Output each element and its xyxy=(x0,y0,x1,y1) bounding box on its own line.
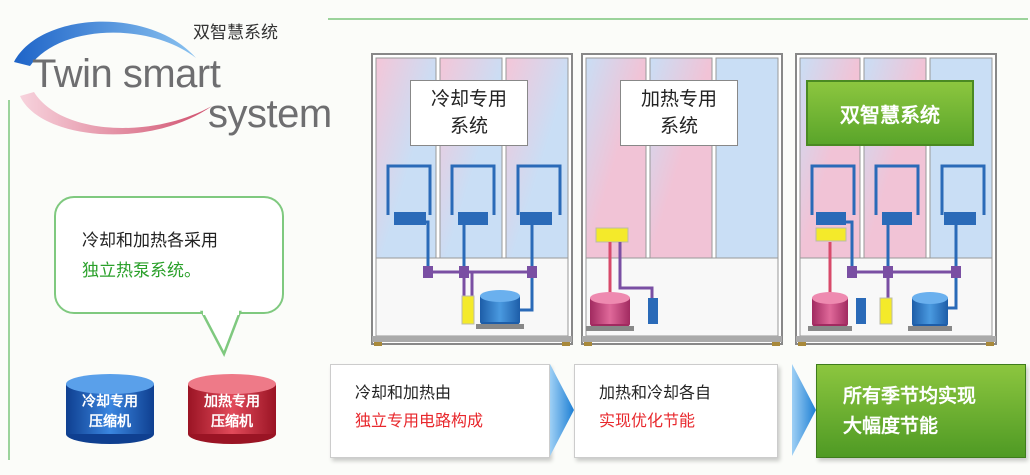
logo-text-line2: system xyxy=(208,92,332,136)
flow-step-2-line2: 实现优化节能 xyxy=(599,411,696,430)
header-divider-line xyxy=(328,18,1028,20)
cooling-panel xyxy=(371,53,573,346)
flow-result-line1: 所有季节均实现 xyxy=(843,385,977,407)
arrow-right-icon xyxy=(550,364,574,456)
bubble-text-line1: 冷却和加热各采用 xyxy=(82,231,218,251)
flow-result-box: 所有季节均实现 大幅度节能 xyxy=(816,364,1026,458)
heating-compressor-icon: 加热专用 压缩机 xyxy=(186,372,278,446)
cooling-system-label-line2: 系统 xyxy=(449,115,488,137)
cooling-system-label: 冷却专用 系统 xyxy=(410,80,528,146)
cooling-compressor-label2: 压缩机 xyxy=(89,414,131,430)
cooling-compressor-label1: 冷却专用 xyxy=(82,394,138,410)
arrow-right-icon xyxy=(792,364,816,456)
flow-step-1-line2: 独立专用电路构成 xyxy=(355,411,484,430)
bubble-tail xyxy=(200,310,242,358)
left-divider-line xyxy=(8,100,10,460)
logo-subtitle: 双智慧系统 xyxy=(193,23,278,43)
bubble-text-line2: 独立热泵系统。 xyxy=(82,261,201,281)
heating-system-label: 加热专用 系统 xyxy=(620,80,738,146)
dual-smart-system-label: 双智慧系统 xyxy=(806,80,974,146)
logo-swoosh-graphic xyxy=(14,21,212,135)
heating-compressor-label2: 压缩机 xyxy=(211,414,253,430)
flow-step-2-line1: 加热和冷却各自 xyxy=(599,383,712,402)
heating-system-label-line2: 系统 xyxy=(659,115,698,137)
heating-compressor-label1: 加热专用 xyxy=(204,394,260,410)
logo-text-line1: Twin smart xyxy=(32,52,221,96)
flow-result-line2: 大幅度节能 xyxy=(843,415,939,437)
cooling-compressor-icon: 冷却专用 压缩机 xyxy=(64,372,156,446)
flow-step-2: 加热和冷却各自 实现优化节能 xyxy=(574,364,778,458)
flow-step-1-line1: 冷却和加热由 xyxy=(355,383,452,402)
cooling-system-label-line1: 冷却专用 xyxy=(430,88,507,110)
flow-step-1: 冷却和加热由 独立专用电路构成 xyxy=(330,364,550,458)
heating-system-label-line1: 加热专用 xyxy=(640,88,717,110)
speech-bubble: 冷却和加热各采用 独立热泵系统。 xyxy=(54,196,284,314)
